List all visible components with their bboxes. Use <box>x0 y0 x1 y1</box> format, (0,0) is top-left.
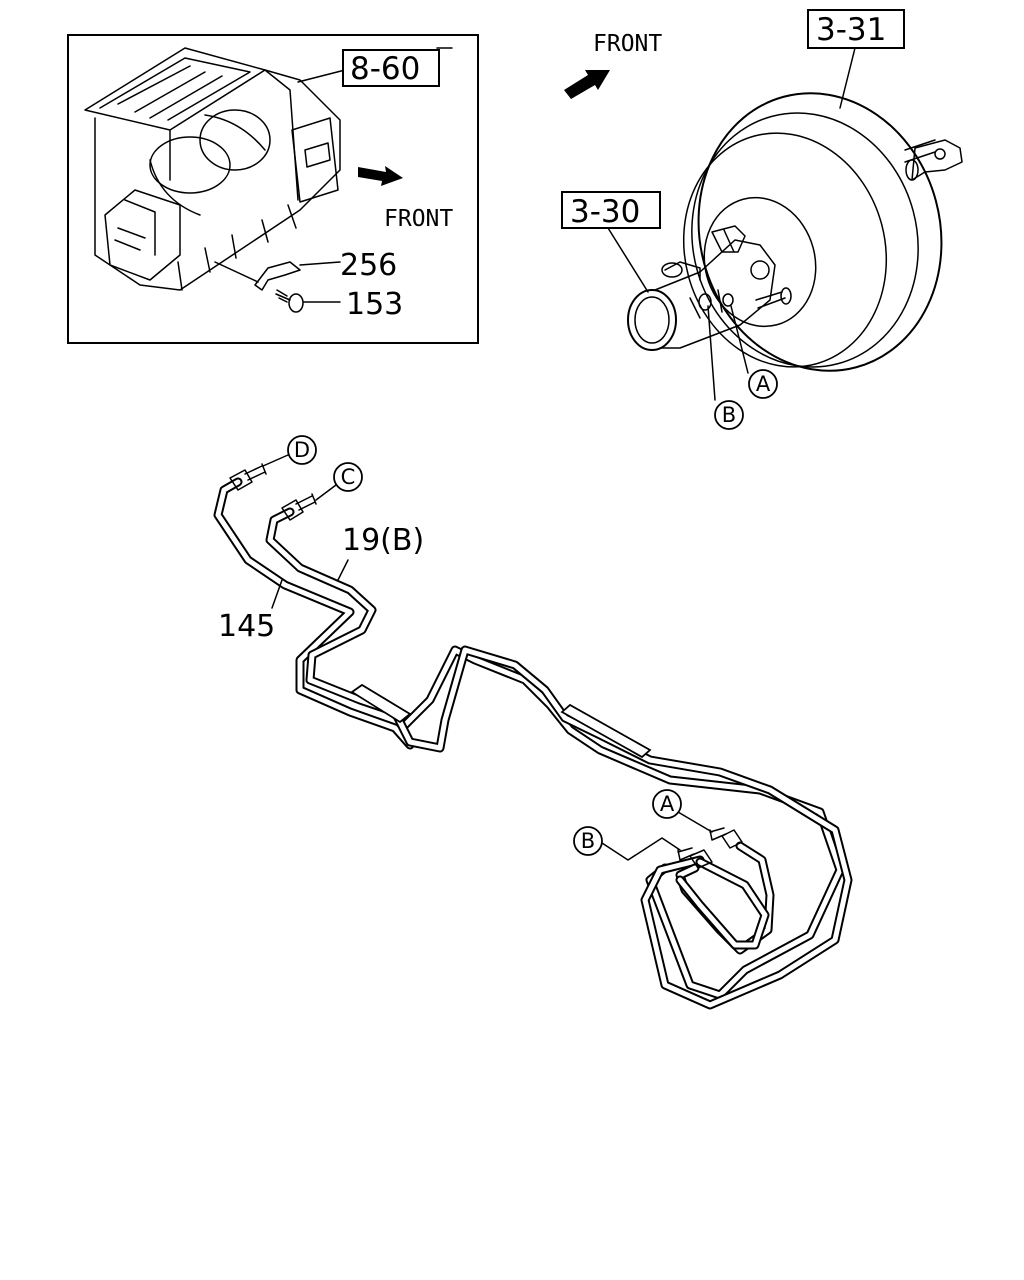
top-front-label: FRONT <box>593 31 662 57</box>
marker-c: C <box>333 462 363 492</box>
pipe-19b <box>265 507 853 1010</box>
part-number-256: 256 <box>340 248 397 283</box>
fitting-d <box>229 463 267 491</box>
svg-text:C: C <box>341 465 356 489</box>
front-arrow-top-icon <box>564 70 610 99</box>
ref-booster: 3-31 <box>816 12 886 48</box>
booster-assembly: FRONT 3-31 <box>561 9 963 430</box>
heater-unit-inset: FRONT 8-60 256 153 <box>67 34 479 344</box>
heater-unit-drawing <box>84 47 346 313</box>
svg-text:A: A <box>660 792 675 816</box>
marker-a-bottom: A <box>652 789 682 819</box>
ref-heater-unit: 8-60 <box>350 51 420 87</box>
master-cylinder-drawing <box>627 225 792 351</box>
svg-text:B: B <box>581 829 595 853</box>
front-arrow-inset-icon <box>358 166 403 186</box>
fitting-b-bottom <box>677 847 713 869</box>
fitting-a-bottom <box>709 827 743 849</box>
brake-booster-drawing <box>682 92 963 372</box>
inset-front-label: FRONT <box>384 206 453 232</box>
svg-text:D: D <box>294 438 310 462</box>
bolt-153 <box>275 289 304 313</box>
brake-pipes: D C A B 19(B) 145 <box>213 435 853 1010</box>
svg-text:A: A <box>756 372 771 396</box>
ref-master-cylinder: 3-30 <box>570 194 640 230</box>
part-number-19b: 19(B) <box>342 523 424 558</box>
marker-b-bottom: B <box>573 826 603 856</box>
marker-a-top: A <box>748 369 778 399</box>
marker-b-top: B <box>714 400 744 430</box>
part-number-145: 145 <box>218 609 275 644</box>
pipe-145 <box>213 477 845 1000</box>
part-number-153: 153 <box>346 287 403 322</box>
fitting-c <box>281 493 317 521</box>
marker-d: D <box>287 435 317 465</box>
svg-text:B: B <box>722 403 736 427</box>
